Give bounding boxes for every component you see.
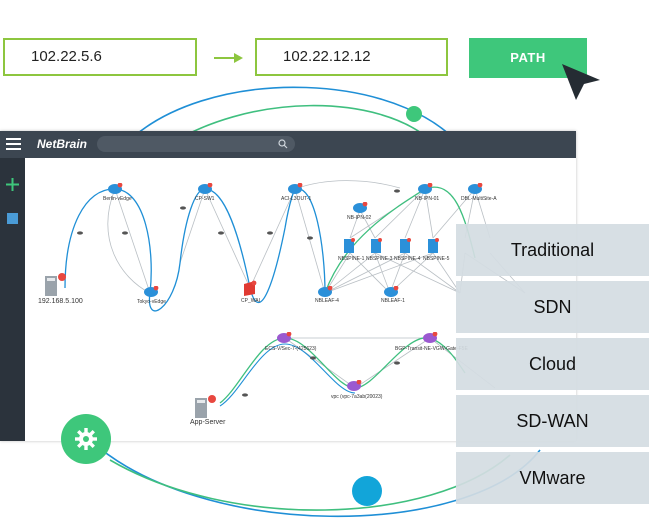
cursor-icon [562,64,600,100]
category-vmware[interactable]: VMware [456,452,649,504]
device-label: NB-IPN-01 [415,196,440,202]
router-icon[interactable] [467,183,483,195]
arrow-right-icon [214,53,243,63]
router-icon[interactable] [107,183,123,195]
switch-icon[interactable] [317,286,333,298]
search-icon[interactable] [278,139,288,149]
app-logo: NetBrain [37,137,88,151]
destination-ip-field[interactable]: 102.22.12.12 [255,38,448,76]
device-label: CP-SW1 [195,196,215,202]
device-label: NBSPINE-1 [338,256,365,262]
category-cloud[interactable]: Cloud [456,338,649,390]
search-input[interactable] [97,136,295,152]
device-label: Tokyo-vEdge [137,299,166,305]
switch-icon[interactable] [197,183,213,195]
netbrain-window: NetBrain [0,131,576,441]
blue-dot [352,476,382,506]
router-icon[interactable] [417,183,433,195]
gear-icon [75,428,97,450]
spine-switch-icon[interactable] [370,238,382,254]
source-ip-field[interactable]: 102.22.5.6 [3,38,197,76]
category-sd-wan[interactable]: SD-WAN [456,395,649,447]
path-line-blue [64,188,326,312]
device-label: CP_WAI [241,298,260,304]
device-label: ECS-V/Sec-7-(425623) [265,346,317,352]
green-dot [406,106,422,122]
left-toolbar [0,158,25,441]
app-server-label: App-Server [190,419,226,426]
category-traditional[interactable]: Traditional [456,224,649,276]
menu-icon[interactable] [6,138,21,151]
plus-icon[interactable] [6,178,19,191]
spine-switch-icon[interactable] [399,238,411,254]
category-sdn[interactable]: SDN [456,281,649,333]
cloud-router-icon[interactable] [422,332,438,344]
router-icon[interactable] [287,183,303,195]
title-bar: NetBrain [0,131,576,158]
device-label: Berlin-vEdge [103,196,132,202]
device-label: NBLEAF-1 [381,298,405,304]
device-label: BGP-Transit-NE-VGW-Gate-F5E [395,346,468,352]
switch-icon[interactable] [383,286,399,298]
spine-switch-icon[interactable] [343,238,355,254]
router-icon[interactable] [143,286,159,298]
device-label: NBLEAF-4 [315,298,339,304]
device-label: ACI-L3OUT-1 [281,196,312,202]
router-icon[interactable] [352,202,368,214]
device-label: NBSPINE-4 [394,256,421,262]
settings-button[interactable] [61,414,111,464]
firewall-icon[interactable] [243,280,257,296]
spine-switch-icon[interactable] [427,238,439,254]
server-icon[interactable] [193,394,217,420]
square-icon[interactable] [7,213,18,224]
device-label: NBSPINE-3 [366,256,393,262]
device-label: NB-IPN-02 [347,215,372,221]
device-label: DBL-MultiSite-A [461,196,497,202]
device-label: NBSPINE-5 [423,256,450,262]
host-icon[interactable] [43,272,67,298]
host-ip-label: 192.168.5.100 [38,298,83,305]
cloud-router-icon[interactable] [346,380,362,392]
cloud-router-icon[interactable] [276,332,292,344]
device-label: vpc (vpc-7a3ab(20023) [331,394,383,400]
